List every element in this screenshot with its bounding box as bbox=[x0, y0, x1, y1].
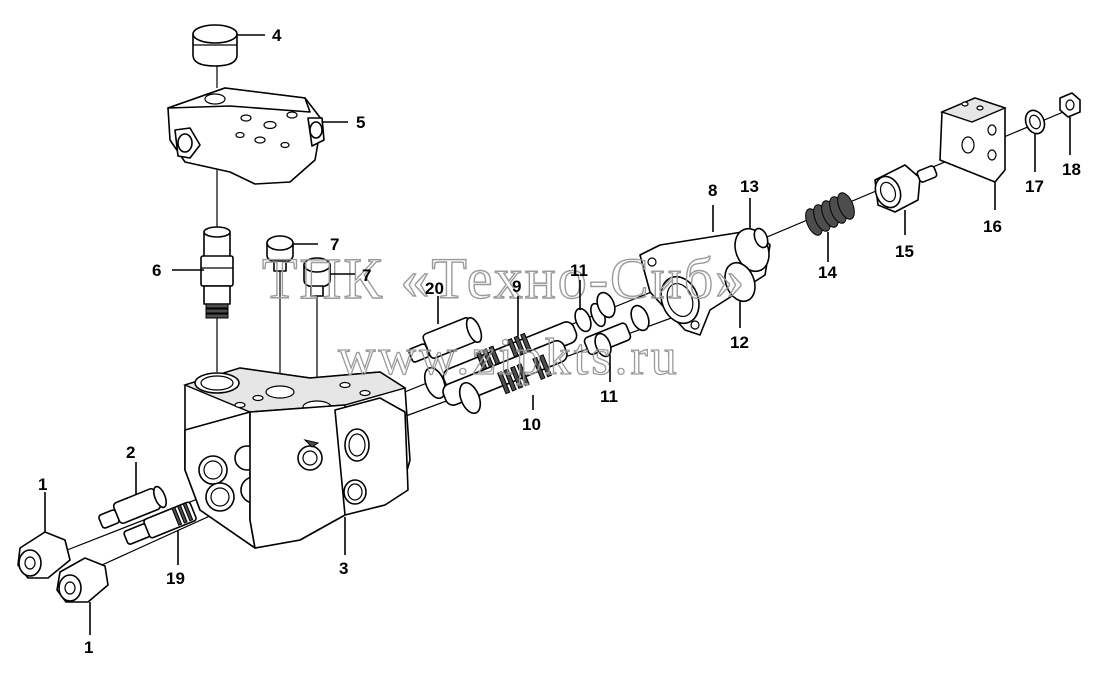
callout-1-lower: 1 bbox=[84, 638, 93, 657]
callout-6: 6 bbox=[152, 261, 161, 280]
watermark-line-1: ТПК «Техно-Сиб» bbox=[262, 246, 746, 311]
part-2-fitting bbox=[98, 485, 168, 529]
part-15-valve-fitting bbox=[874, 164, 938, 213]
callout-16: 16 bbox=[983, 217, 1002, 236]
part-14-spring bbox=[805, 192, 855, 236]
part-19-cartridge bbox=[123, 501, 197, 545]
part-7-plug-upper bbox=[266, 235, 294, 272]
part-1-cap-upper bbox=[17, 531, 71, 579]
callout-17: 17 bbox=[1025, 177, 1044, 196]
callout-7-lower: 7 bbox=[362, 266, 371, 285]
callout-5: 5 bbox=[356, 113, 365, 132]
part-18-nut bbox=[1059, 92, 1081, 118]
callout-2: 2 bbox=[126, 443, 135, 462]
callout-14: 14 bbox=[818, 263, 837, 282]
callout-19: 19 bbox=[166, 569, 185, 588]
callout-9: 9 bbox=[512, 277, 521, 296]
callout-12: 12 bbox=[730, 333, 749, 352]
part-16-manifold-block bbox=[939, 97, 1007, 183]
part-5-valve-cover bbox=[167, 87, 325, 185]
callout-1-upper: 1 bbox=[38, 475, 47, 494]
part-7-plug-lower bbox=[303, 257, 331, 297]
part-20-sensor bbox=[408, 316, 483, 363]
callout-7-upper: 7 bbox=[330, 235, 339, 254]
part-1-cap-lower bbox=[56, 557, 109, 603]
callout-4: 4 bbox=[272, 26, 282, 45]
part-11-retainer-lower bbox=[594, 332, 612, 358]
callout-10: 10 bbox=[522, 415, 541, 434]
watermark-line-2: www.zipkts.ru bbox=[338, 329, 680, 386]
part-13-seal bbox=[753, 227, 769, 249]
leader-lines bbox=[44, 34, 1071, 635]
callout-8: 8 bbox=[708, 181, 717, 200]
callout-11-lower: 11 bbox=[600, 387, 618, 406]
callout-3: 3 bbox=[339, 559, 348, 578]
part-17-washer bbox=[1024, 109, 1046, 135]
callout-11-upper: 11 bbox=[570, 261, 588, 280]
part-3-valve-body bbox=[182, 367, 411, 549]
callout-13: 13 bbox=[740, 177, 759, 196]
watermark: ТПК «Техно-Сиб» www.zipkts.ru bbox=[261, 245, 746, 386]
callouts: 4 5 6 7 7 20 8 13 9 11 14 15 16 17 18 12… bbox=[38, 26, 1081, 657]
callout-18: 18 bbox=[1062, 160, 1081, 179]
part-4-cap bbox=[192, 24, 238, 67]
callout-20: 20 bbox=[425, 279, 444, 298]
part-11-retainer-upper bbox=[574, 307, 592, 333]
callout-15: 15 bbox=[895, 242, 914, 261]
part-6-relief-cartridge bbox=[200, 226, 234, 319]
